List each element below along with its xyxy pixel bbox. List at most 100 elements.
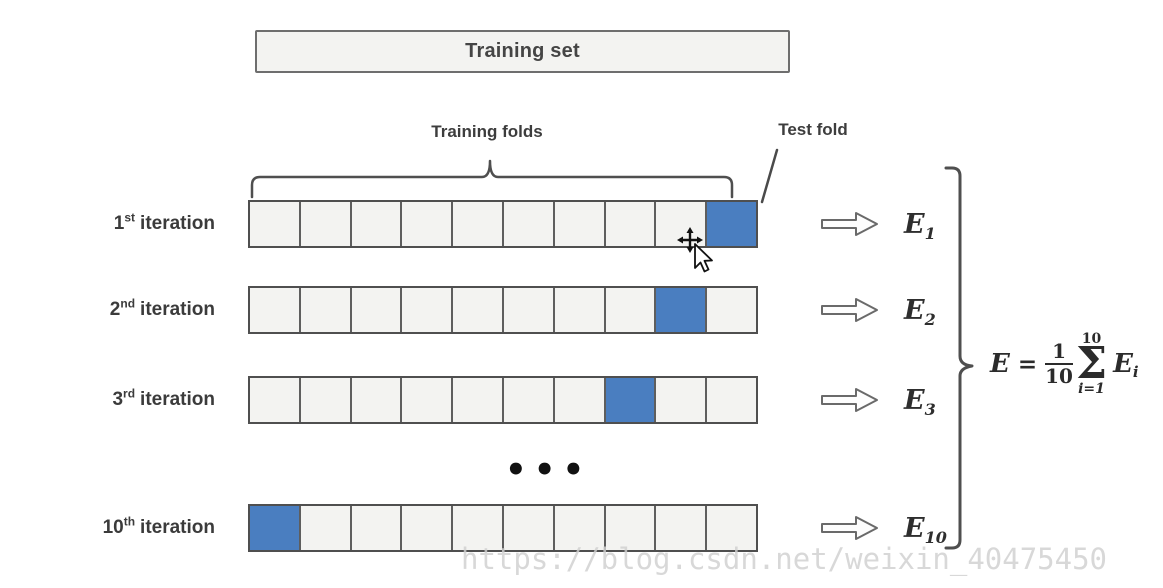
training-fold-cell [351,506,403,550]
error-subscript: 1 [924,223,936,243]
error-symbol: E [904,208,925,240]
error-subscript: 2 [924,309,936,329]
iteration-ordinal: 10 [102,517,124,538]
training-fold-cell [300,288,352,332]
training-fold-cell [300,202,352,246]
formula-fraction: 1 10 [1045,338,1073,389]
result-arrow-icon [820,386,880,414]
test-fold-label: Test fold [778,120,848,139]
training-set-box: Training set [255,30,790,73]
training-fold-cell [351,378,403,422]
ordinal-suffix: nd [120,296,136,311]
training-fold-cell [503,288,555,332]
training-fold-cell [250,288,301,332]
training-fold-cell [402,288,454,332]
fold-cells-row [248,376,758,424]
formula-term: Ei [1113,349,1139,381]
iteration-label: 2nd iteration [0,296,248,321]
ordinal-suffix: th [123,514,136,529]
ordinal-suffix: st [124,210,136,225]
training-fold-cell [250,202,301,246]
training-fold-cell [351,288,403,332]
error-symbol: E [904,384,925,416]
error-symbol: E [904,512,925,544]
iteration-word: iteration [140,299,215,320]
training-fold-cell [402,506,454,550]
iterations-ellipsis: ••• [505,450,592,490]
error-subscript: 10 [924,527,947,547]
iteration-ordinal: 3 [112,389,124,410]
fold-cells-row [248,504,758,552]
mouse-cursor-icon [677,227,713,273]
training-fold-cell [605,202,657,246]
iteration-ordinal: 2 [109,299,121,320]
formula-summation: 10 Σ i=1 [1076,332,1107,396]
training-fold-cell [351,202,403,246]
watermark-text: https://blog.csdn.net/weixin_40475450 [461,542,1108,576]
training-fold-cell [453,378,504,422]
training-fold-cell [605,288,657,332]
sum-upper-limit: 10 [1081,330,1102,347]
fold-cells-row [248,200,758,248]
training-fold-cell [554,202,606,246]
fraction-denominator: 10 [1045,364,1073,389]
training-fold-cell [453,202,504,246]
mean-error-formula: E = 1 10 10 Σ i=1 Ei [990,316,1139,412]
error-term-label: E3 [904,384,936,419]
sigma-icon: Σ [1075,337,1108,389]
aggregate-bracket [944,166,974,550]
training-fold-cell [453,288,504,332]
fraction-numerator: 1 [1052,338,1066,363]
error-term-label: E10 [904,512,947,547]
iteration-label: 3rd iteration [0,386,248,411]
error-symbol: E [904,294,925,326]
iteration-ordinal: 1 [113,213,125,234]
training-fold-cell [503,506,555,550]
test-fold-cell [656,288,708,332]
test-fold-pointer-line [760,148,779,204]
training-folds-label: Training folds [431,122,543,141]
training-fold-cell [503,202,555,246]
training-fold-cell [656,506,708,550]
test-fold-cell [605,378,657,422]
result-arrow-icon [820,514,880,542]
training-fold-cell [402,378,454,422]
term-symbol: E [1113,349,1133,379]
iteration-word: iteration [140,213,215,234]
training-fold-cell [707,378,756,422]
fraction-bar [1045,362,1073,366]
result-arrow-icon [820,296,880,324]
training-fold-cell [453,506,504,550]
training-fold-cell [503,378,555,422]
training-fold-cell [300,506,352,550]
formula-lhs: E [990,349,1010,379]
training-fold-cell [605,506,657,550]
sum-lower-limit: i=1 [1078,381,1105,398]
training-folds-brace [250,159,734,199]
error-term-label: E2 [904,294,936,329]
training-fold-cell [554,378,606,422]
iteration-word: iteration [140,389,215,410]
term-subscript: i [1132,363,1139,381]
test-fold-cell [250,506,301,550]
training-fold-cell [250,378,301,422]
error-subscript: 3 [924,399,936,419]
ordinal-suffix: rd [123,386,136,401]
training-fold-cell [554,506,606,550]
training-fold-cell [402,202,454,246]
result-arrow-icon [820,210,880,238]
formula-equals: = [1017,350,1038,378]
training-fold-cell [300,378,352,422]
training-fold-cell [707,288,756,332]
iteration-label: 1st iteration [0,210,248,235]
training-fold-cell [554,288,606,332]
training-fold-cell [656,378,708,422]
training-fold-cell [707,506,756,550]
training-set-label: Training set [465,40,580,62]
